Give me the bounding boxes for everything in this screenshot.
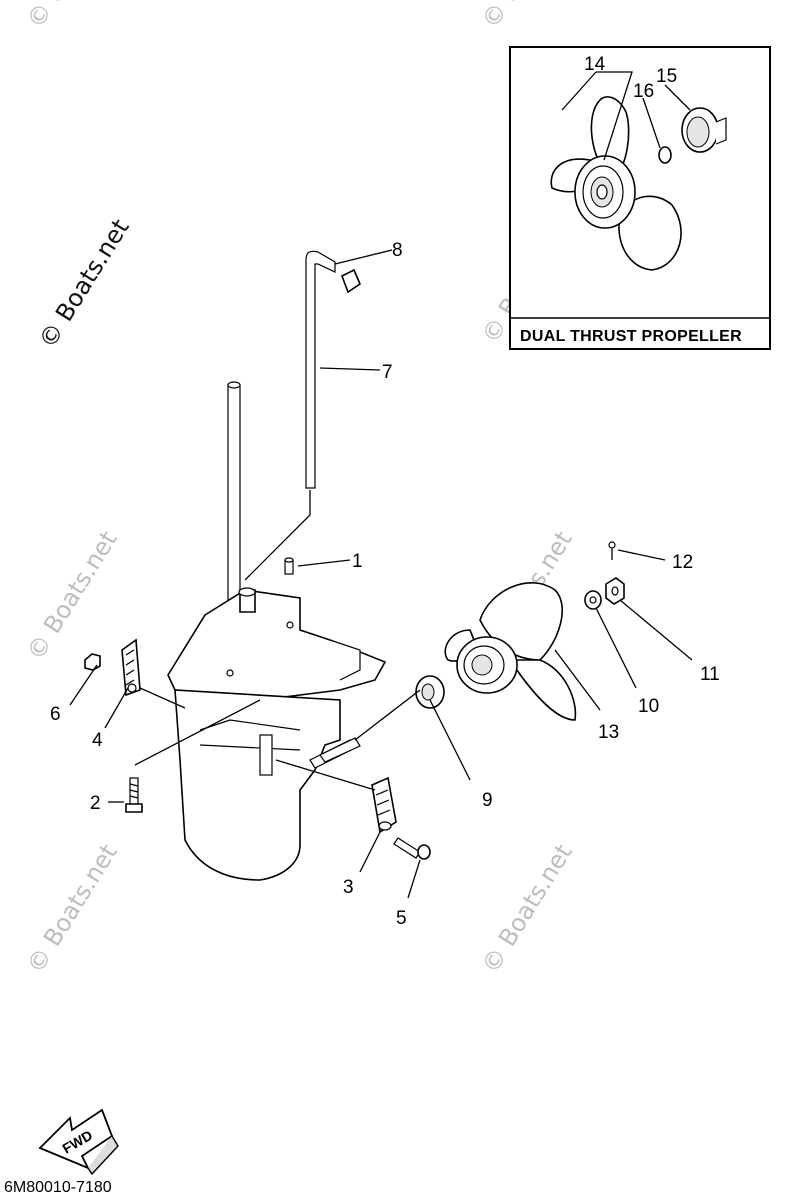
inset-washer <box>658 146 672 164</box>
dowel-pin <box>284 557 294 575</box>
callout-15: 15 <box>656 66 677 87</box>
callout-2: 2 <box>90 793 101 814</box>
watermark-faded: © Boats.net <box>21 526 122 665</box>
watermark-faded: © Boats.net <box>476 839 577 978</box>
leader-lines <box>69 249 693 899</box>
watermark-faded: © Boats.net <box>476 0 577 33</box>
callout-13: 13 <box>598 722 619 743</box>
cotter-pin <box>608 541 616 560</box>
inset-dual-thrust-propeller: DUAL THRUST PROPELLER 14 16 15 <box>509 46 771 350</box>
shift-rod <box>305 250 336 489</box>
callout-11: 11 <box>700 664 720 685</box>
callout-7: 7 <box>382 362 393 383</box>
leader-14 <box>561 71 633 161</box>
screw-5 <box>393 837 431 860</box>
leader-15 <box>664 84 691 111</box>
callout-1: 1 <box>352 551 363 572</box>
watermark-faded: © Boats.net <box>21 0 122 33</box>
callout-12: 12 <box>672 552 693 573</box>
spacer-9 <box>415 675 445 709</box>
fwd-arrow-icon: FWD <box>38 1108 119 1176</box>
anode-lower <box>371 776 397 834</box>
propeller-main <box>444 582 577 721</box>
inset-spacer <box>681 107 727 153</box>
grommet <box>340 268 361 294</box>
callout-9: 9 <box>482 790 493 811</box>
main-assembly: 1 2 3 4 5 6 7 8 9 10 11 12 13 <box>50 240 720 929</box>
bolt-2 <box>125 777 143 813</box>
callout-10: 10 <box>638 696 659 717</box>
leader-16 <box>642 97 661 149</box>
drive-shaft <box>227 384 241 601</box>
inset-propeller <box>550 96 682 271</box>
anode-upper <box>121 638 141 697</box>
part-code: 6M80010-7180 <box>4 1179 112 1196</box>
washer-10 <box>584 590 602 610</box>
callout-8: 8 <box>392 240 403 261</box>
callout-4: 4 <box>92 730 103 751</box>
callout-3: 3 <box>343 877 354 898</box>
callout-6: 6 <box>50 704 61 725</box>
propeller-shaft <box>319 737 361 763</box>
inset-caption: DUAL THRUST PROPELLER <box>520 328 742 345</box>
lower-case-housing <box>167 587 387 881</box>
watermark-main: © Boats.net <box>33 214 134 353</box>
nut-11 <box>605 577 625 605</box>
callout-5: 5 <box>396 908 407 929</box>
callout-14: 14 <box>584 54 606 75</box>
bolt-upper <box>84 653 101 671</box>
callout-16: 16 <box>633 81 654 102</box>
watermark-faded: © Boats.net <box>21 839 122 978</box>
